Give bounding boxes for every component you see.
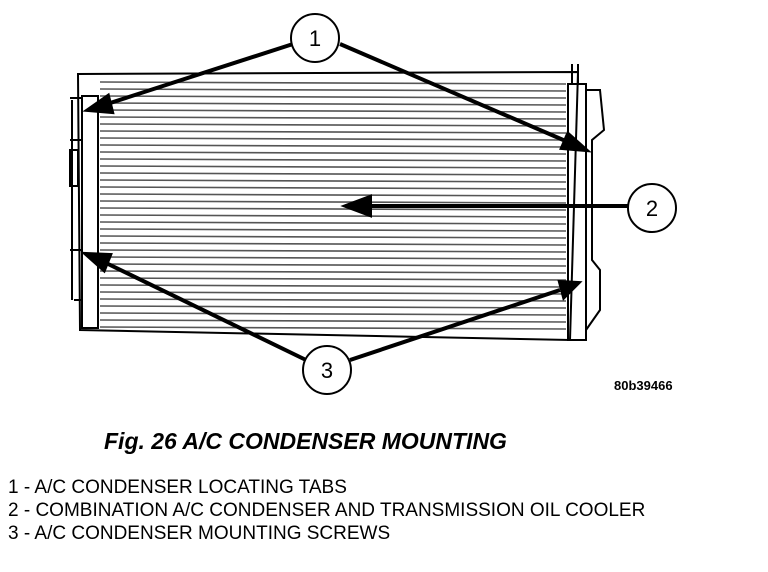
fin-line [99,151,567,155]
figure-id: 80b39466 [614,378,673,393]
fin-line [99,291,567,295]
callout-3-label: 3 [321,358,333,383]
fin-line [99,242,567,246]
fin-line [99,214,567,218]
fin-line [99,193,567,197]
legend-item-3: 3 - A/C CONDENSER MOUNTING SCREWS [8,523,391,544]
callout-2: 2 [627,183,677,233]
fin-line [99,284,567,288]
callout-3: 3 [302,345,352,395]
fin-line [99,88,567,92]
callout-1-label: 1 [309,26,321,51]
fin-line [99,95,567,99]
leader-lines [80,42,628,362]
fin-line [99,270,567,274]
legend-item-2: 2 - COMBINATION A/C CONDENSER AND TRANSM… [8,500,646,521]
fin-line [99,256,567,260]
fin-line [99,235,567,239]
fin-line [99,137,567,141]
fin-line [99,221,567,225]
fin-line [99,158,567,162]
fin-line [99,130,567,134]
fin-line [99,102,567,106]
fin-line [99,116,567,120]
fin-line [99,277,567,281]
fin-line [99,200,567,204]
legend: 1 - A/C CONDENSER LOCATING TABS 2 - COMB… [8,476,758,545]
fin-line [99,123,567,127]
fin-line [99,305,567,309]
condenser-illustration: 1 2 3 [69,13,677,395]
fin-line [99,326,567,330]
fin-line [99,186,567,190]
figure-caption: Fig. 26 A/C CONDENSER MOUNTING [104,428,507,454]
fin-line [99,109,567,113]
callout-2-label: 2 [646,196,658,221]
fin-line [99,172,567,176]
legend-item-1: 1 - A/C CONDENSER LOCATING TABS [8,477,347,498]
fin-line [99,207,567,211]
fin-line [99,228,567,232]
fin-line [99,249,567,253]
fin-line [99,165,567,169]
fin-line [99,263,567,267]
fin-line [99,319,567,323]
fin-line [99,179,567,183]
callout-1: 1 [290,13,340,63]
condenser-fins [99,81,567,330]
fin-line [99,144,567,148]
